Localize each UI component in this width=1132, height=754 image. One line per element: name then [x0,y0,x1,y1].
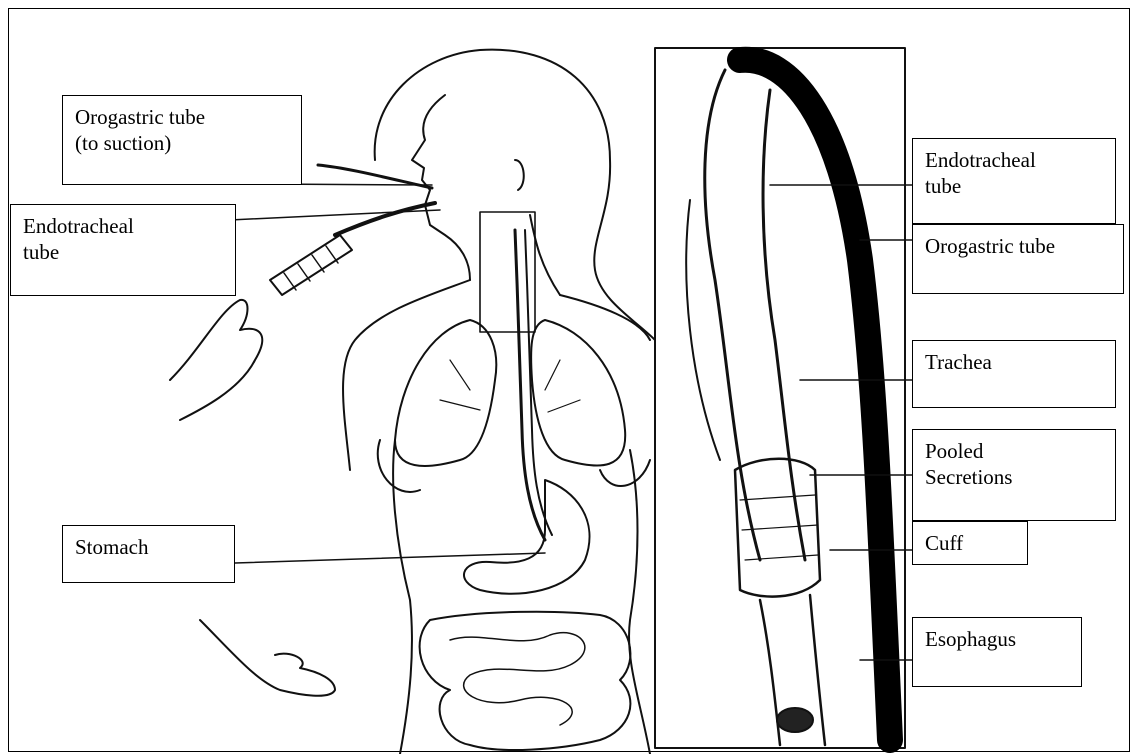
breast-left [378,440,420,492]
inset-trachea-wall [686,200,720,460]
inset-endotracheal-tube-a [705,70,760,560]
right-lung [531,320,625,466]
ett-connector [270,235,352,295]
face-profile [412,95,470,280]
label-cuff: Cuff [912,521,1028,565]
inset-tube-tip [777,708,813,732]
label-orogastric-tube-right: Orogastric tube [912,224,1124,294]
hand-lower [200,620,335,696]
waist-right [629,450,650,754]
shoulder-left [343,280,470,470]
label-endotracheal-tube-right: Endotracheal tube [912,138,1116,224]
label-stomach: Stomach [62,525,235,583]
ear [515,160,524,190]
hand-upper [170,300,262,420]
label-pooled-secretions: Pooled Secretions [912,429,1116,521]
label-orogastric-tube-left: Orogastric tube (to suction) [62,95,302,185]
stomach-shape [464,480,589,594]
inset-endotracheal-tube-b [763,90,805,560]
label-endotracheal-tube-left: Endotracheal tube [10,204,236,296]
leader-stomach [235,553,545,563]
label-trachea: Trachea [912,340,1116,408]
intestines [420,612,631,750]
endotracheal-tube-external [335,203,435,235]
label-esophagus: Esophagus [912,617,1082,687]
leader-endotracheal-left [230,210,440,220]
left-lung [395,320,496,466]
hair-outline [375,50,655,340]
